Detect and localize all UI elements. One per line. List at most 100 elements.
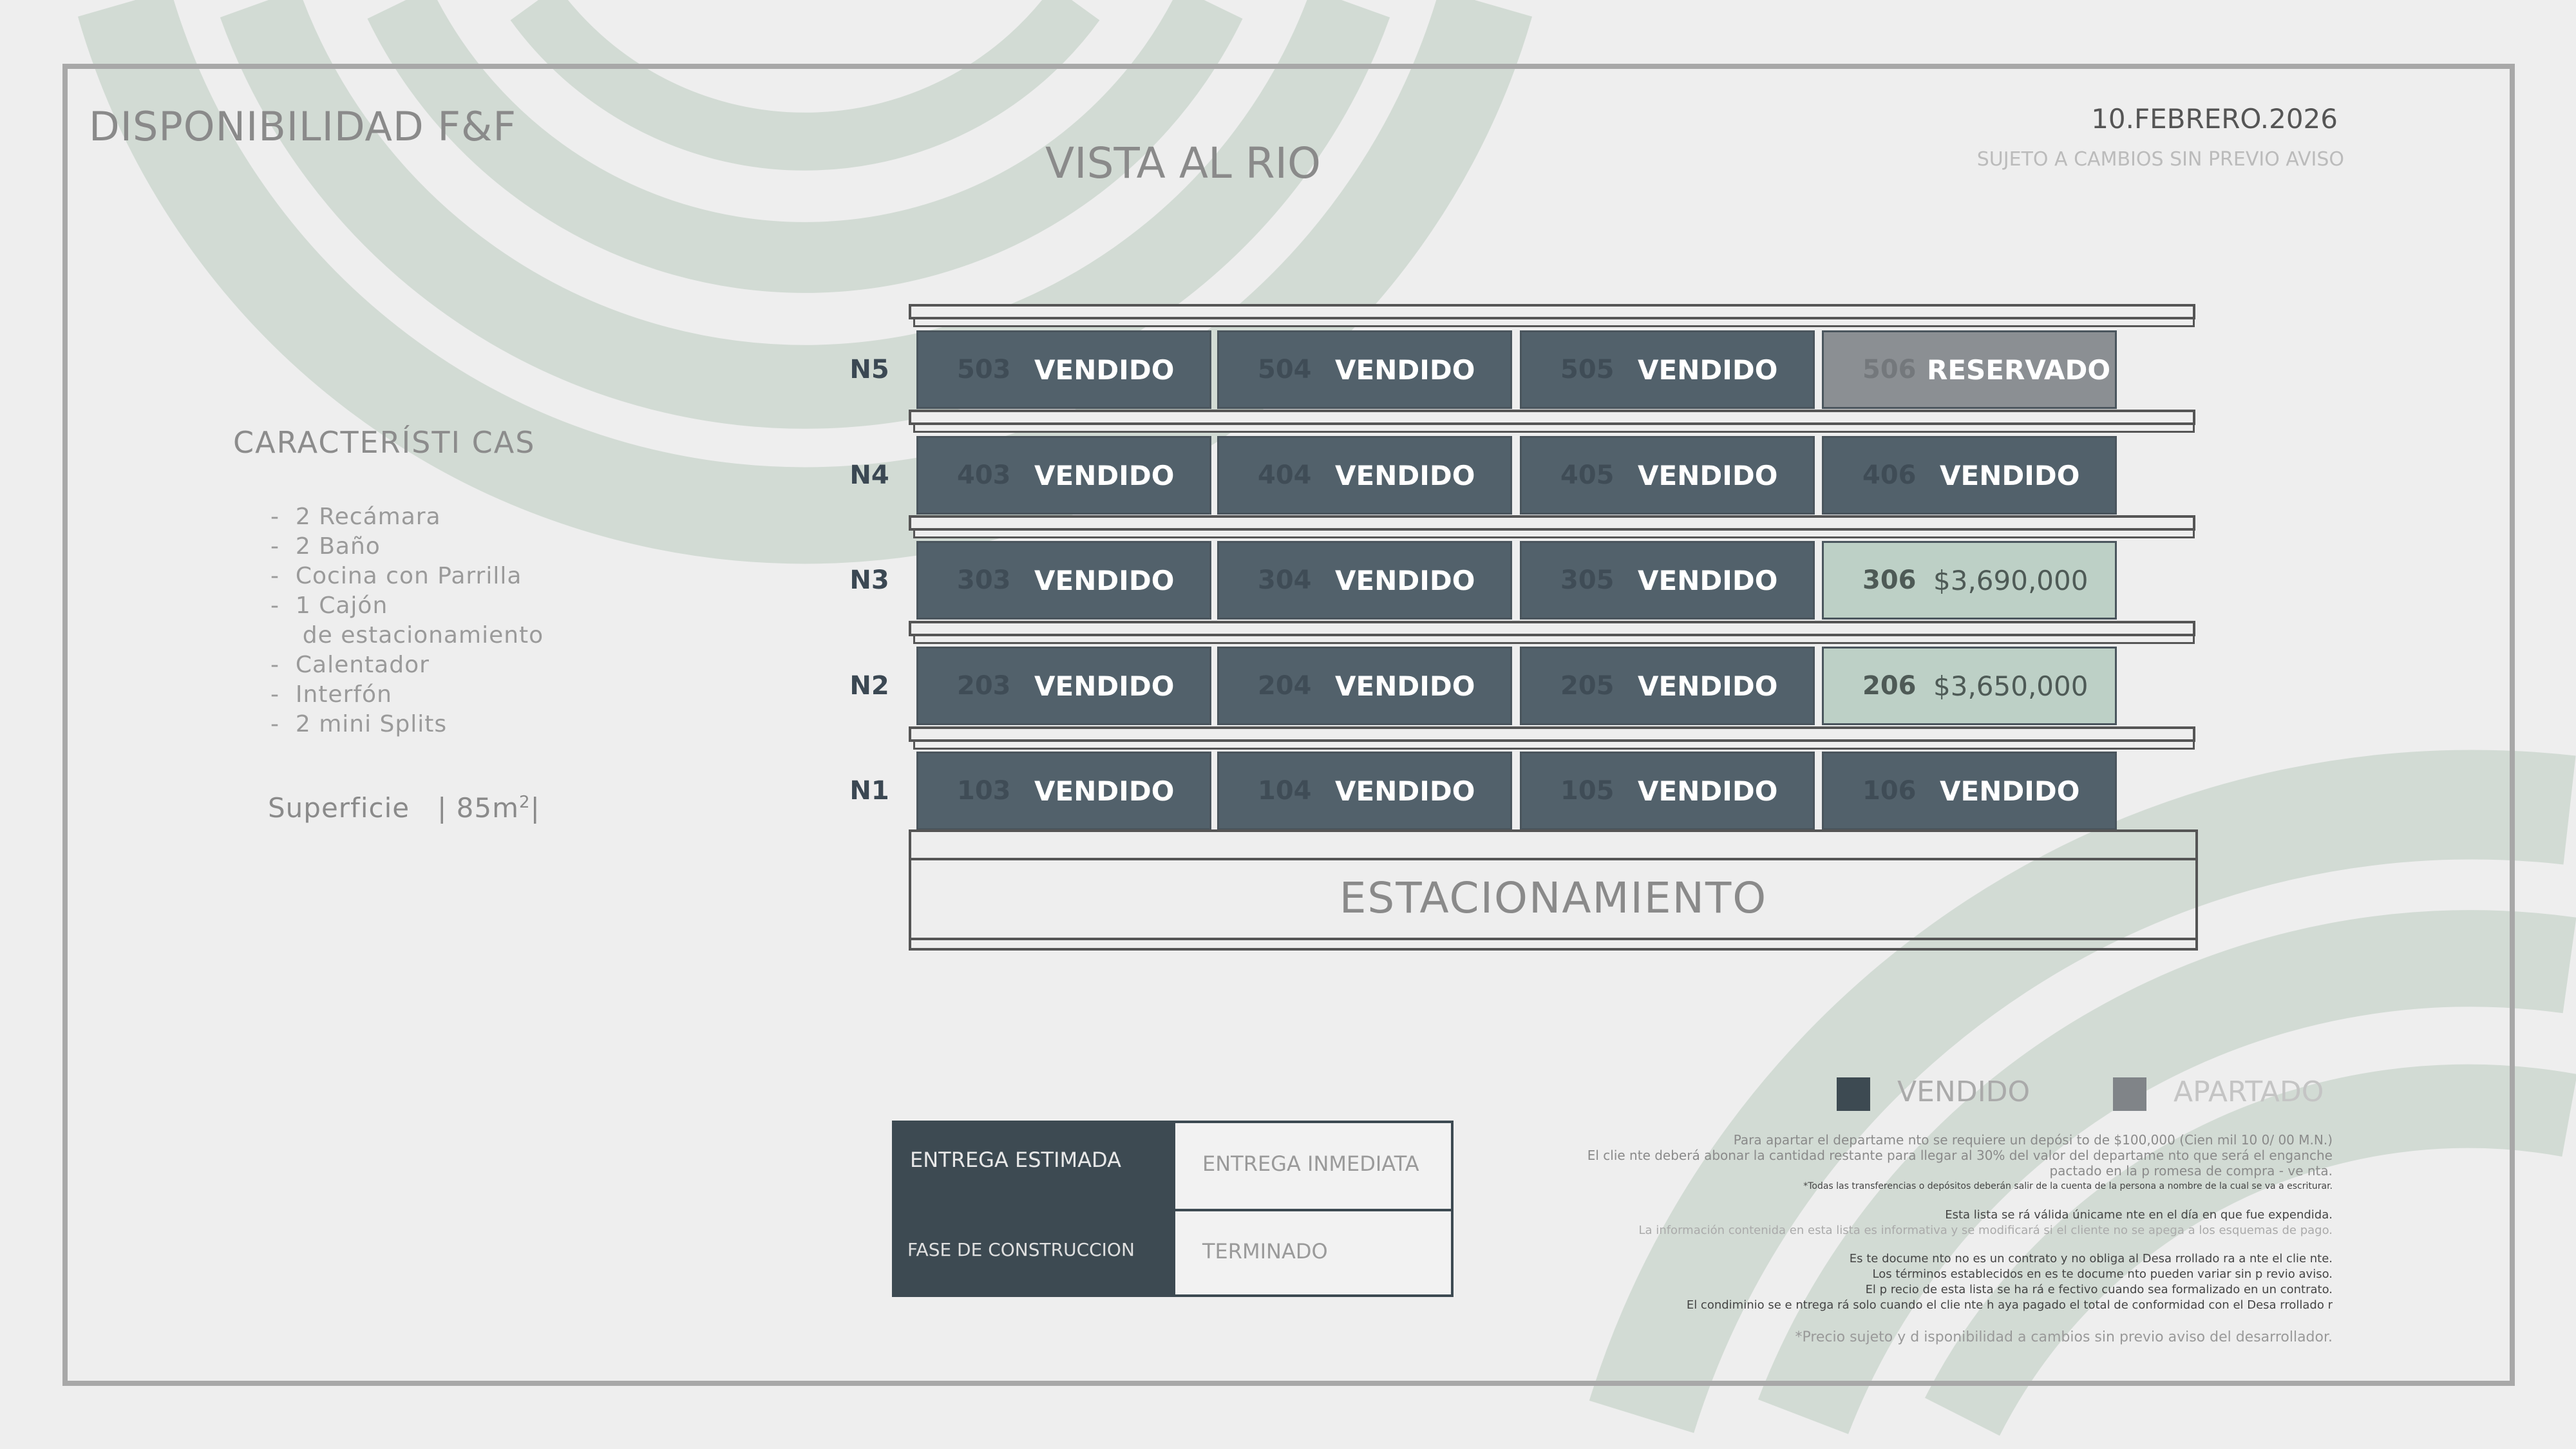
floor-label: N5 xyxy=(849,355,889,384)
unit-status: VENDIDO xyxy=(1335,564,1475,596)
unit-506[interactable]: 506 RESERVADO xyxy=(1822,330,2117,409)
unit-306[interactable]: 306$3,690,000 xyxy=(1822,541,2117,620)
unit-number: 203 xyxy=(957,671,1011,701)
floor-slab xyxy=(909,304,2195,319)
unit-number: 405 xyxy=(1560,460,1615,490)
unit-504[interactable]: 504 VENDIDO xyxy=(1217,330,1512,409)
background-arc xyxy=(1589,750,2576,1434)
features-title: CARACTERÍSTI CAS xyxy=(233,425,536,460)
unit-status: VENDIDO xyxy=(1940,775,2080,807)
unit-405[interactable]: 405 VENDIDO xyxy=(1520,436,1815,515)
unit-206[interactable]: 206$3,650,000 xyxy=(1822,647,2117,725)
delivery-value: ENTREGA INMEDIATA xyxy=(1202,1151,1419,1176)
unit-number: 403 xyxy=(957,460,1011,490)
unit-303[interactable]: 303 VENDIDO xyxy=(916,541,1211,620)
fine-print-line: *Precio sujeto y d isponibilidad a cambi… xyxy=(1795,1329,2333,1345)
surface-value: 85m xyxy=(456,792,520,824)
floor-label: N4 xyxy=(849,460,889,490)
unit-status: VENDIDO xyxy=(1335,354,1475,386)
background-arc xyxy=(367,0,1243,293)
parking-label: ESTACIONAMIENTO xyxy=(1339,873,1768,923)
floor-slab-edge xyxy=(913,742,2195,750)
fine-print-line: *Todas las transferencias o depósitos de… xyxy=(1803,1181,2333,1191)
unit-status: RESERVADO xyxy=(1927,354,2111,386)
unit-number: 103 xyxy=(957,776,1011,806)
unit-number: 503 xyxy=(957,355,1011,384)
unit-status: VENDIDO xyxy=(1940,459,2080,491)
unit-status: VENDIDO xyxy=(1034,459,1175,491)
features-list: - 2 Recámara - 2 Baño - Cocina con Parri… xyxy=(270,502,544,739)
feature-item: - Calentador xyxy=(270,652,430,678)
unit-503[interactable]: 503 VENDIDO xyxy=(916,330,1211,409)
legend-reserved-label: APARTADO xyxy=(2174,1075,2324,1108)
unit-status: VENDIDO xyxy=(1034,775,1175,807)
feature-item: - 1 Cajón xyxy=(270,592,388,619)
unit-status: VENDIDO xyxy=(1638,670,1778,702)
unit-406[interactable]: 406 VENDIDO xyxy=(1822,436,2117,515)
unit-number: 305 xyxy=(1560,565,1615,595)
feature-item: - 2 Baño xyxy=(270,533,381,560)
unit-status: $3,690,000 xyxy=(1933,564,2088,596)
fine-print-line: Para apartar el departame nto se requier… xyxy=(1733,1132,2333,1148)
unit-status: VENDIDO xyxy=(1034,354,1175,386)
floor-slab xyxy=(909,726,2195,742)
surface-exponent: 2 xyxy=(519,793,531,812)
unit-number: 505 xyxy=(1560,355,1615,384)
unit-number: 506 xyxy=(1862,355,1917,384)
background-arc xyxy=(1758,910,2576,1434)
fine-print-line: Esta lista se rá válida únicame nte en e… xyxy=(1945,1208,2333,1222)
unit-505[interactable]: 505 VENDIDO xyxy=(1520,330,1815,409)
unit-number: 204 xyxy=(1258,671,1312,701)
background-arc xyxy=(220,0,1390,429)
unit-number: 106 xyxy=(1862,776,1917,806)
feature-item: de estacionamiento xyxy=(270,622,544,649)
fine-print-line: La información contenida en esta lista e… xyxy=(1638,1224,2333,1237)
unit-status: $3,650,000 xyxy=(1933,670,2088,702)
unit-204[interactable]: 204 VENDIDO xyxy=(1217,647,1512,725)
phase-label: FASE DE CONSTRUCCION xyxy=(907,1239,1135,1260)
unit-status: VENDIDO xyxy=(1638,354,1778,386)
unit-number: 303 xyxy=(957,565,1011,595)
parking-level: ESTACIONAMIENTO xyxy=(909,829,2198,951)
unit-103[interactable]: 103 VENDIDO xyxy=(916,752,1211,830)
legend-sold-swatch xyxy=(1837,1077,1870,1111)
fine-print-line: El clie nte deberá abonar la cantidad re… xyxy=(1587,1148,2333,1163)
unit-status: VENDIDO xyxy=(1034,564,1175,596)
floor-slab xyxy=(909,515,2195,531)
fine-print-line: El p recio de esta lista se ha rá e fect… xyxy=(1865,1283,2333,1296)
feature-item: - Interfón xyxy=(270,681,392,708)
floor-slab-edge xyxy=(913,636,2195,644)
unit-105[interactable]: 105 VENDIDO xyxy=(1520,752,1815,830)
floor-label: N2 xyxy=(849,671,889,701)
date: 10.FEBRERO.2026 xyxy=(2091,103,2338,135)
fine-print-line: Los términos establecidos en es te docum… xyxy=(1872,1267,2333,1281)
fine-print-line: Es te docume nto no es un contrato y no … xyxy=(1849,1252,2333,1265)
unit-number: 104 xyxy=(1258,776,1312,806)
surface-label: Superficie xyxy=(268,792,410,824)
unit-number: 404 xyxy=(1258,460,1312,490)
unit-status: VENDIDO xyxy=(1638,459,1778,491)
unit-status: VENDIDO xyxy=(1335,670,1475,702)
floor-slab xyxy=(909,410,2195,425)
phase-value: TERMINADO xyxy=(1202,1239,1328,1264)
background-arc xyxy=(77,0,1533,564)
unit-106[interactable]: 106 VENDIDO xyxy=(1822,752,2117,830)
feature-item: - 2 mini Splits xyxy=(270,711,448,737)
unit-number: 205 xyxy=(1560,671,1615,701)
unit-status: VENDIDO xyxy=(1335,775,1475,807)
unit-status: VENDIDO xyxy=(1638,775,1778,807)
unit-number: 504 xyxy=(1258,355,1312,384)
unit-number: 105 xyxy=(1560,776,1615,806)
notice: SUJETO A CAMBIOS SIN PREVIO AVISO xyxy=(1976,148,2344,171)
unit-205[interactable]: 205 VENDIDO xyxy=(1520,647,1815,725)
unit-104[interactable]: 104 VENDIDO xyxy=(1217,752,1512,830)
delivery-label: ENTREGA ESTIMADA xyxy=(910,1148,1121,1172)
unit-number: 406 xyxy=(1862,460,1917,490)
unit-403[interactable]: 403 VENDIDO xyxy=(916,436,1211,515)
delivery-table: ENTREGA ESTIMADA ENTREGA INMEDIATA FASE … xyxy=(892,1121,1454,1297)
